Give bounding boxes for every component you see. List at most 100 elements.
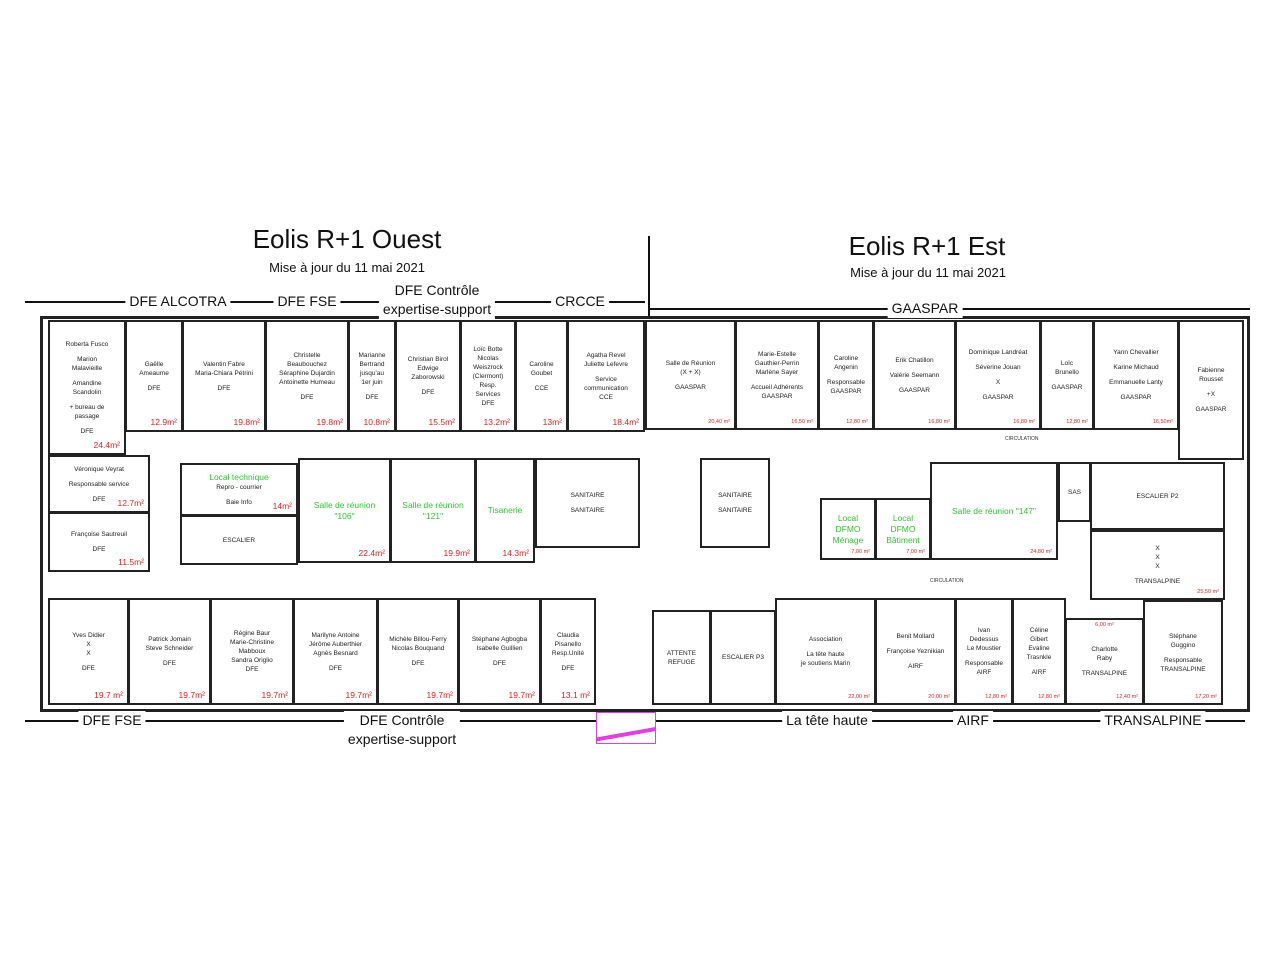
room-text: X	[86, 649, 91, 657]
room-text: Responsable	[965, 660, 1003, 667]
room-area: 16,80 m²	[928, 419, 950, 425]
room-text: Séverine Jouan	[975, 364, 1021, 371]
room-area: 12,80 m²	[1066, 419, 1088, 425]
room: Salle de réunion "147"24,80 m²	[930, 462, 1058, 560]
room-text: DFE	[80, 427, 94, 435]
room-text: Nicolas Bouquand	[391, 645, 445, 652]
room-text: Rousset	[1199, 376, 1223, 383]
room-text: Isabelle Guillien	[476, 645, 523, 652]
room-text: Dominique Landréat	[968, 349, 1028, 356]
room: Salle de réunion "121"19.9m²	[390, 458, 476, 563]
east-subtitle: Mise à jour du 11 mai 2021	[850, 265, 1006, 280]
room-text: DFE	[92, 546, 106, 553]
room-area-secondary: 6,00 m²	[1095, 622, 1114, 628]
room-text: Agatha Revel	[586, 351, 626, 359]
room-green-label: Salle de réunion "121"	[402, 499, 464, 521]
room-area: 19.8m²	[316, 417, 343, 427]
room-text: Benit Mollard	[896, 633, 935, 640]
room-area: 7,00 m²	[906, 549, 925, 555]
room-text: X	[1155, 554, 1160, 561]
room-text: Roberta Fusco	[65, 340, 109, 348]
room-text: DFE	[82, 664, 95, 672]
department-label: DFE FSE	[273, 292, 341, 311]
room-text: GAASPAR	[675, 383, 706, 391]
room-text: La tête haute	[806, 651, 845, 658]
room-text: CCE	[599, 393, 613, 401]
room-text: ESCALIER	[222, 536, 256, 544]
east-title: Eolis R+1 Est	[848, 231, 1006, 261]
room-text: TRANSALPINE	[1134, 578, 1181, 585]
room-area: 12,40 m²	[1116, 694, 1138, 700]
room-text: DFE	[561, 664, 575, 672]
room-text: Ameaume	[139, 369, 169, 377]
room-text: Emmanuelle Lanty	[1109, 379, 1163, 386]
room-text: X	[86, 640, 91, 648]
room-area: 13m²	[542, 417, 562, 427]
room-text: Gauthier-Perrin	[754, 359, 800, 367]
room-area: 22.4m²	[358, 548, 385, 558]
room-area: 15.5m²	[428, 417, 455, 427]
room-text: Repro - courrier	[216, 484, 262, 491]
room-text: Stéphane Agbogba	[471, 636, 528, 643]
room-text: SAS	[1067, 488, 1081, 496]
room-text: X	[1155, 563, 1160, 570]
room-text: Maria-Chiara Pétrini	[195, 369, 253, 377]
room-text: Evaline	[1028, 645, 1050, 652]
room-green-label: Local DFMO Ménage	[832, 512, 864, 545]
room-text: Séraphine Dujardin	[279, 369, 335, 377]
room-text: Loïc Botte	[473, 345, 503, 353]
room-area: 13.1 m²	[561, 690, 590, 700]
room-text: Véronique Veyrat	[74, 465, 124, 473]
room-text: (X + X)	[680, 368, 701, 376]
room-text: Nicolas	[477, 354, 499, 362]
room-text: AIRF	[976, 669, 992, 676]
room-text: Mabboux	[238, 648, 266, 655]
room-text: Dedessus	[969, 636, 999, 643]
room-text: Zaborowski	[411, 374, 445, 381]
room-area: 17,20 m²	[1195, 694, 1217, 700]
room-area: 24,80 m²	[1030, 549, 1052, 555]
room-text: Gibert	[1030, 636, 1048, 643]
room-text: TRANSALPINE	[1081, 670, 1128, 677]
room-area: 19.7 m²	[94, 690, 123, 700]
room-area: 14m²	[272, 501, 292, 511]
department-label: DFE Contrôle expertise-support	[343, 711, 461, 749]
department-label: CRCCE	[551, 292, 609, 311]
room-text: GAASPAR	[982, 394, 1014, 401]
room-area: 16,50m²	[1152, 419, 1173, 425]
room-text: +X	[1206, 391, 1216, 398]
room: ESCALIER P3	[710, 610, 776, 705]
room-text: Juliette Lefevre	[583, 360, 629, 368]
room-text: Responsable	[827, 379, 865, 386]
room-text: Sandra Origlio	[231, 657, 273, 664]
room-text: AIRF	[908, 663, 923, 670]
room-text: (Clermont)	[472, 372, 504, 380]
room-text: Marianne	[358, 351, 386, 359]
room-text: DFE	[411, 660, 425, 667]
room-text: Weiszrock	[473, 363, 503, 371]
west-subtitle: Mise à jour du 11 mai 2021	[269, 260, 425, 275]
room-text: Trasnkle	[1026, 654, 1052, 661]
circulation-label-2: CIRCULATION	[1005, 436, 1039, 442]
room-green-label: Local DFMO Bâtiment	[886, 512, 920, 545]
room-area: 14.3m²	[502, 548, 529, 558]
room-area: 19.7m²	[426, 690, 453, 700]
